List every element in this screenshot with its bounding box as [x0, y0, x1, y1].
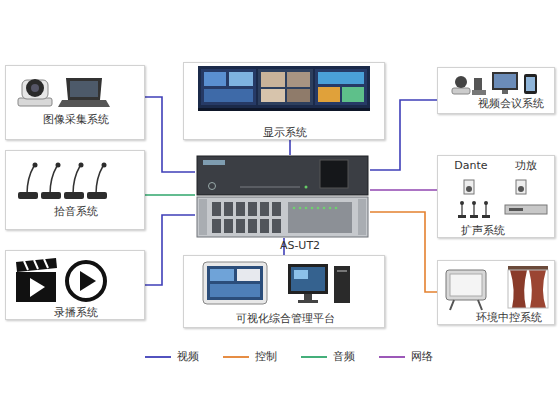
ptz-camera [18, 79, 52, 106]
environment-control-box: 环境中控系统 [437, 260, 555, 325]
node-label: 可视化综合管理平台 [236, 312, 335, 325]
platform-box: 可视化综合管理平台 [183, 255, 385, 328]
legend-line [145, 356, 171, 358]
mic-bases [18, 163, 107, 200]
pickup-box: 拾音系统 [5, 150, 145, 230]
platform-devices [203, 262, 350, 304]
matrix-device [197, 156, 368, 237]
legend-text: 网络 [411, 350, 433, 363]
gooseneck-microphones [27, 166, 103, 194]
conference-devices [452, 72, 537, 95]
legend-line [379, 356, 405, 358]
media-icons [16, 258, 105, 302]
recording-box: 录播系统 [5, 250, 145, 320]
environment-devices [446, 266, 548, 310]
legend-line [301, 356, 327, 358]
signal-line [370, 189, 437, 191]
video-wall [198, 66, 370, 111]
node-label: 视频会议系统 [478, 97, 544, 110]
node-label: 扩声系统 [461, 224, 505, 237]
pa-box: Dante 功放扩声系统 [437, 155, 555, 238]
image-capture-box: 图像采集系统 [5, 65, 145, 140]
node-label: Dante [454, 159, 487, 172]
matrix-device: AS-UT2 [195, 155, 370, 238]
signal-line [145, 194, 195, 196]
legend-line [223, 356, 249, 358]
laptop [58, 78, 110, 107]
legend-text: 控制 [255, 350, 277, 363]
pa-equipment [458, 180, 547, 218]
video-conference-box: 视频会议系统 [437, 67, 555, 114]
node-label: 拾音系统 [54, 205, 98, 218]
node-label: 显示系统 [263, 126, 307, 139]
node-label: 功放 [515, 159, 537, 172]
legend-text: 视频 [177, 350, 199, 363]
node-label: 环境中控系统 [476, 311, 542, 324]
display-box: 显示系统 [183, 62, 385, 140]
node-label: AS-UT2 [280, 239, 320, 252]
node-label: 图像采集系统 [43, 113, 109, 126]
legend-text: 音频 [333, 350, 355, 363]
signal-line [289, 140, 291, 155]
node-label: 录播系统 [54, 306, 98, 319]
